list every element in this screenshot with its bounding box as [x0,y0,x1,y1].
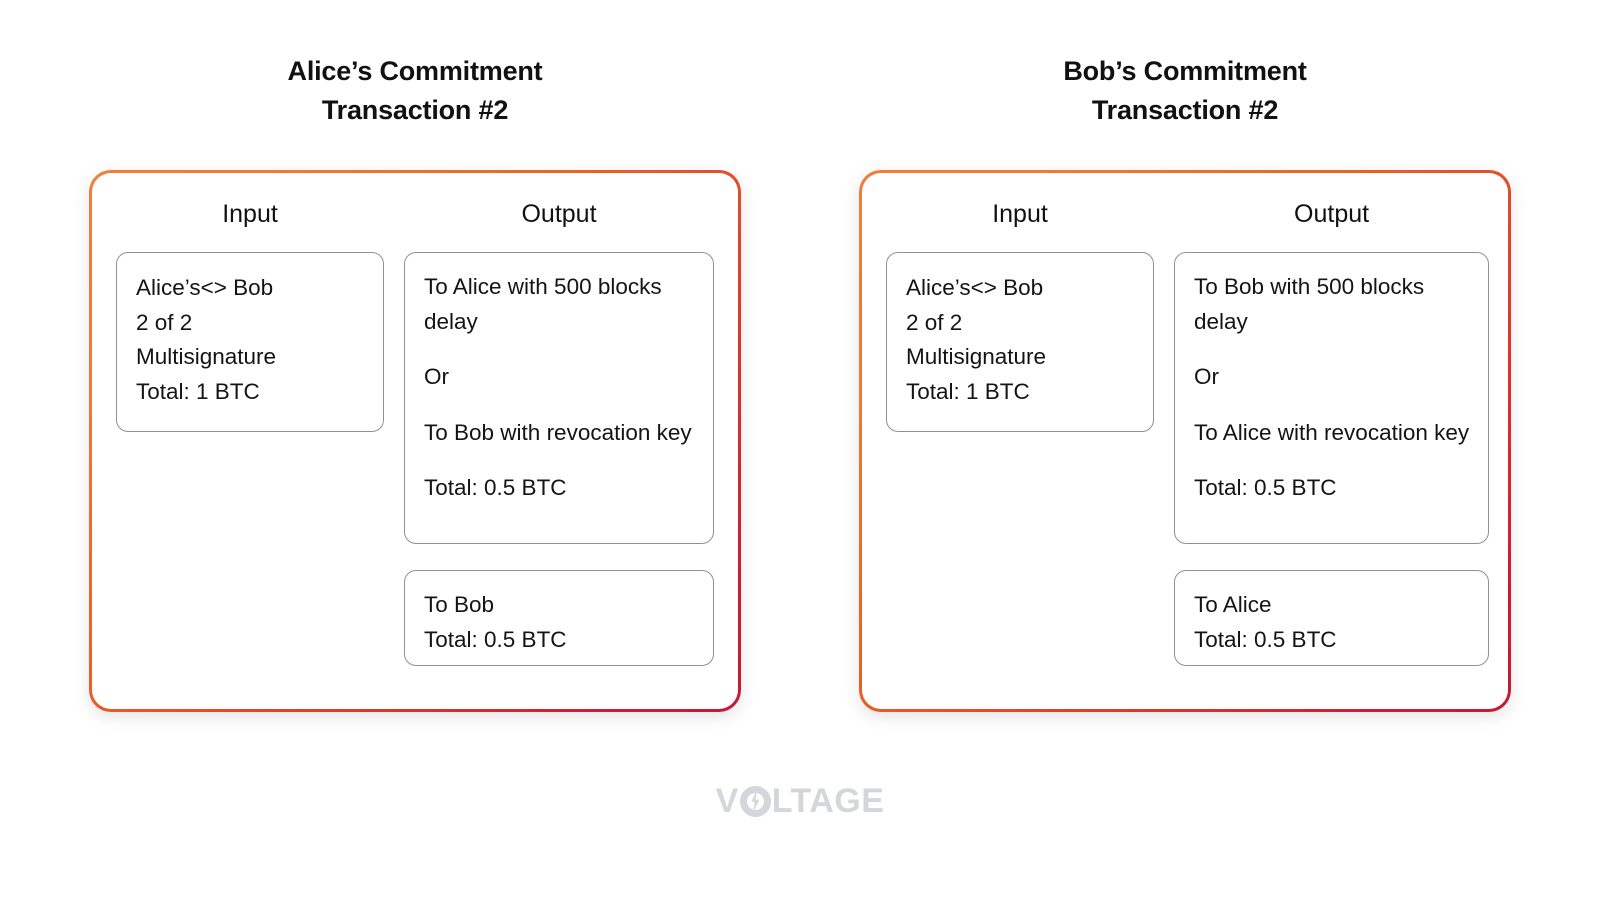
output-main-box-alice-line5: Total: 0.5 BTC [424,474,567,500]
output-heading-bob: Output [1294,200,1370,229]
input-box-bob-line2: 2 of 2 [906,309,963,335]
input-box-alice-line4: Total: 1 BTC [136,378,260,404]
transaction-card-bob: Input Alice’s<> Bob 2 of 2 Multisignatur… [859,170,1511,713]
input-box-bob-line4: Total: 1 BTC [906,378,1030,404]
input-box-alice-line1: Alice’s<> Bob [136,275,274,301]
input-heading-alice: Input [222,200,278,229]
output-sub-box-alice-line2: Total: 0.5 BTC [424,626,567,652]
output-sub-box-bob-line2: Total: 0.5 BTC [1194,626,1337,652]
output-main-box-alice-spacer2 [424,395,694,416]
input-box-alice-line2: 2 of 2 [136,309,193,335]
watermark-bolt-glyph [751,789,760,813]
transaction-card-alice-inner: Input Alice’s<> Bob 2 of 2 Multisignatur… [92,173,738,710]
transaction-columns-bob: Input Alice’s<> Bob 2 of 2 Multisignatur… [862,173,1508,667]
transaction-card-alice: Input Alice’s<> Bob 2 of 2 Multisignatur… [89,170,741,713]
voltage-watermark: V LTAGE [0,784,1600,818]
commitment-panels: Alice’s Commitment Transaction #2 Input … [89,52,1511,713]
watermark-text-after: LTAGE [771,782,885,820]
input-box-alice-line3: Multisignature [136,344,277,370]
output-main-box-bob-spacer2 [1194,395,1469,416]
output-main-box-alice: To Alice with 500 blocks delay Or To Bob… [404,252,714,545]
output-main-box-bob-line3: Or [1194,364,1219,390]
panel-title-alice-line1: Alice’s Commitment [287,56,543,86]
panel-title-alice-line2: Transaction #2 [321,95,509,126]
output-main-box-alice-spacer1 [424,339,694,360]
output-sub-box-bob: To Alice Total: 0.5 BTC [1174,570,1490,667]
input-box-alice: Alice’s<> Bob 2 of 2 Multisignature Tota… [116,252,384,433]
output-main-box-alice-line1: To Alice with 500 blocks [424,274,662,300]
output-column-bob: Output To Bob with 500 blocks delay Or T… [1154,199,1490,667]
output-sub-box-alice-line1: To Bob [424,592,495,618]
output-main-box-alice-spacer3 [424,450,694,471]
watermark-text-before: V [715,782,739,820]
panel-title-alice: Alice’s Commitment Transaction #2 [205,52,625,130]
output-main-box-alice-line4: To Bob with revocation key [424,419,692,445]
input-column-bob: Input Alice’s<> Bob 2 of 2 Multisignatur… [886,199,1154,666]
transaction-card-bob-inner: Input Alice’s<> Bob 2 of 2 Multisignatur… [862,173,1508,710]
output-main-box-bob: To Bob with 500 blocks delay Or To Alice… [1174,252,1490,545]
panel-alice-commitment: Alice’s Commitment Transaction #2 Input … [89,52,741,713]
panel-bob-commitment: Bob’s Commitment Transaction #2 Input Al… [859,52,1511,713]
output-main-box-bob-line5: Total: 0.5 BTC [1194,474,1337,500]
output-main-box-alice-line3: Or [424,364,449,390]
input-box-bob-line3: Multisignature [906,344,1047,370]
panel-title-bob: Bob’s Commitment Transaction #2 [975,52,1395,130]
output-main-box-bob-line1: To Bob with 500 blocks [1194,274,1425,300]
input-heading-bob: Input [992,200,1048,229]
input-box-bob-line1: Alice’s<> Bob [906,275,1044,301]
output-main-box-alice-line2: delay [424,308,478,334]
input-column-alice: Input Alice’s<> Bob 2 of 2 Multisignatur… [116,199,384,666]
output-heading-alice: Output [521,200,597,229]
output-sub-box-alice: To Bob Total: 0.5 BTC [404,570,714,667]
output-main-box-bob-spacer1 [1194,339,1469,360]
panel-title-bob-line2: Transaction #2 [1091,95,1279,126]
transaction-columns-alice: Input Alice’s<> Bob 2 of 2 Multisignatur… [92,173,738,667]
output-main-box-bob-line4: To Alice with revocation key [1194,419,1470,445]
lightning-bolt-in-circle-icon [739,785,771,817]
output-main-box-bob-spacer3 [1194,450,1469,471]
output-column-alice: Output To Alice with 500 blocks delay Or… [384,199,714,667]
output-sub-box-bob-line1: To Alice [1194,592,1272,618]
panel-title-bob-line1: Bob’s Commitment [1063,56,1307,86]
watermark-o-ring [739,785,771,817]
output-main-box-bob-line2: delay [1194,308,1248,334]
input-box-bob: Alice’s<> Bob 2 of 2 Multisignature Tota… [886,252,1154,433]
